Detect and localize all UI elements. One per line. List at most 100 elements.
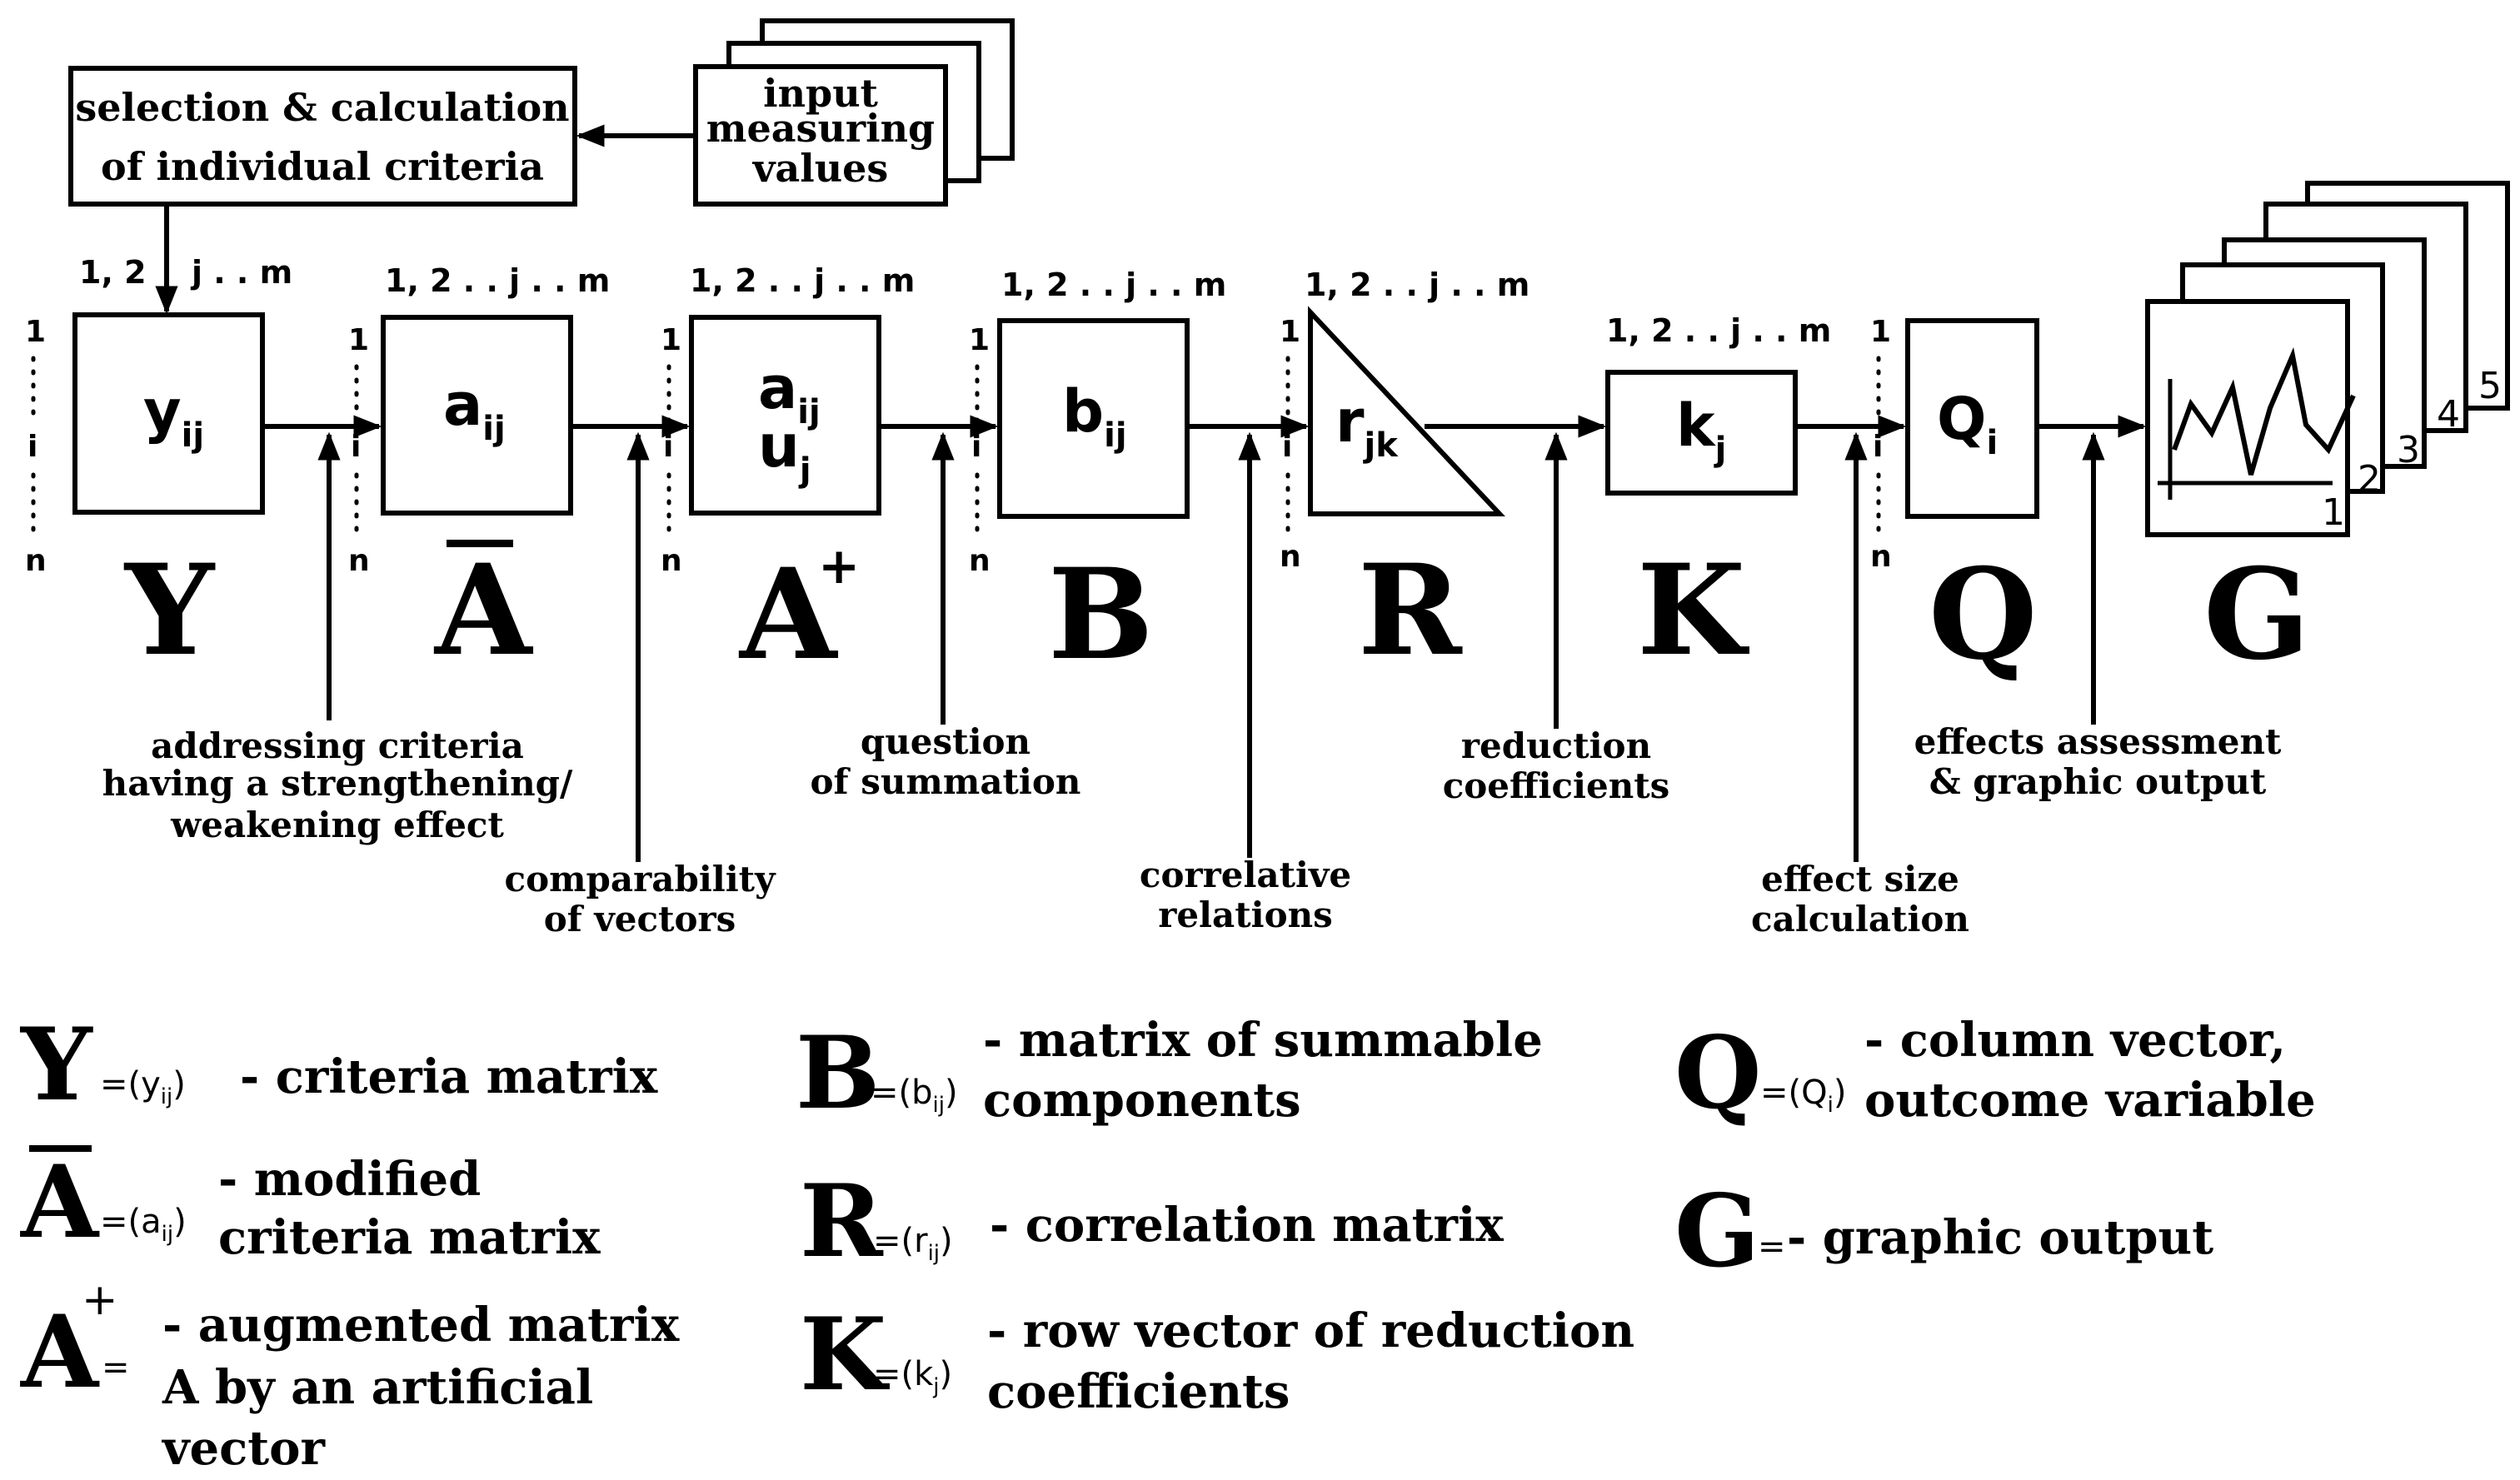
box-b-symbol: b	[1062, 377, 1104, 446]
column-label-a: 1, 2 . . j . . m	[385, 262, 610, 299]
input-label-line3: values	[752, 146, 889, 191]
legend-text-q-line2: outcome variable	[1864, 1073, 2316, 1128]
annotation-effect-size-line2: calculation	[1751, 899, 1969, 939]
box-aplus-symbol-a: a	[758, 354, 797, 422]
svg-text:kj: kj	[1676, 391, 1726, 469]
box-b: bij	[997, 318, 1190, 519]
annotation-question-line2: of summation	[811, 761, 1081, 802]
annotation-addressing-line2: having a strengthening/	[102, 763, 573, 804]
legend-symbol-y: Y	[19, 1006, 93, 1124]
page-number-5: 5	[2478, 365, 2502, 407]
input-label-line1: input	[763, 71, 879, 116]
annotation-correlative-line1: correlative	[1140, 855, 1351, 895]
row-label-last: n	[25, 544, 47, 578]
legend-def-r: =(rij)	[873, 1222, 953, 1266]
graphic-output-stack: 5 4 3 2 1	[2145, 181, 2510, 537]
column-label-y-prefix: 1, 2	[79, 254, 147, 291]
legend-eq-g: =	[1758, 1228, 1786, 1266]
legend-text-g: - graphic output	[1787, 1210, 2213, 1265]
box-b-subscript: ij	[1104, 416, 1126, 455]
row-label-last: n	[348, 544, 370, 578]
legend-def-sub-b: ij	[933, 1093, 945, 1118]
legend-def-b: =(bij)	[871, 1074, 958, 1118]
big-letter-aplus: A	[738, 541, 839, 688]
legend-text-aplus-line3: vector	[161, 1421, 326, 1476]
column-label-y-suffix: j . . m	[190, 254, 292, 291]
legend-text-k-line2: coefficients	[987, 1364, 1290, 1419]
box-y: yij	[72, 312, 265, 515]
selection-label-line1: selection & calculation	[75, 85, 569, 130]
legend-symbol-q: Q	[1674, 1014, 1762, 1132]
annotation-effect-size-line1: effect size	[1761, 859, 1959, 899]
page-number-4: 4	[2437, 393, 2460, 436]
legend-symbol-b: B	[796, 1014, 880, 1132]
box-k-symbol: k	[1676, 391, 1716, 460]
legend-text-k-line1: - row vector of reduction	[987, 1303, 1634, 1358]
legend-item-aplus: A + = - augmented matrix A by an artific…	[20, 1275, 680, 1476]
row-label-last: n	[969, 544, 991, 578]
row-label-mid: i	[1873, 430, 1883, 464]
row-label-mid: i	[351, 430, 361, 464]
legend-eq-a: =	[100, 1203, 128, 1241]
annotation-reduction-line2: coefficients	[1443, 765, 1670, 806]
big-letter-q: Q	[1929, 541, 2038, 688]
box-aplus-subscript-ij: ij	[797, 393, 820, 431]
box-aplus-symbol-u: u	[758, 412, 800, 481]
page-number-1: 1	[2322, 491, 2345, 534]
box-y-symbol: y	[143, 377, 182, 446]
box-aplus: aij uj	[689, 315, 881, 516]
legend-def-main-q: Q	[1801, 1074, 1827, 1112]
annotation-comparability-line2: of vectors	[544, 899, 736, 939]
box-k: kj	[1605, 370, 1798, 496]
svg-text:yij: yij	[143, 377, 204, 455]
legend-def-q: =(Qi)	[1760, 1074, 1846, 1118]
legend-symbol-g: G	[1674, 1173, 1759, 1290]
legend-def-k: =(kj)	[873, 1355, 952, 1399]
annotation-addressing-line1: addressing criteria	[151, 725, 524, 766]
box-a-symbol: a	[443, 371, 482, 439]
annotation-effects-line1: effects assessment	[1914, 721, 2282, 762]
row-label-mid: i	[1282, 430, 1292, 464]
row-label-first: 1	[1280, 315, 1300, 349]
box-r-symbol: r	[1335, 387, 1365, 456]
box-r-triangle: rjk	[1308, 306, 1505, 516]
legend-eq-k: =	[873, 1355, 901, 1393]
big-letter-k: K	[1637, 537, 1749, 684]
legend-text-aplus-line1: - augmented matrix	[162, 1298, 680, 1353]
column-label-r: 1, 2 . . j . . m	[1305, 267, 1529, 303]
row-label-first: 1	[348, 323, 369, 357]
svg-text:Qi: Qi	[1937, 385, 1998, 462]
legend-text-y: - criteria matrix	[240, 1049, 658, 1104]
legend-text-b-line1: - matrix of summable	[983, 1013, 1543, 1068]
row-label-first: 1	[661, 323, 681, 357]
box-r-subscript: jk	[1363, 426, 1400, 465]
legend-def-sub-y: ij	[161, 1084, 172, 1109]
line-chart-icon	[2158, 346, 2356, 500]
box-q-subscript: i	[1987, 424, 1999, 462]
legend-symbol-r: R	[800, 1163, 884, 1280]
legend-eq-r: =	[873, 1222, 901, 1260]
box-aplus-subscript-j: j	[798, 451, 811, 490]
legend-item-q: Q =(Qi) - column vector, outcome variabl…	[1674, 1013, 2316, 1132]
box-q-symbol: Q	[1937, 385, 1987, 453]
legend-symbol-a: A	[20, 1144, 100, 1261]
input-label-line2: measuring	[706, 106, 935, 151]
big-letter-b: B	[1048, 541, 1154, 688]
legend-item-g: G = - graphic output	[1674, 1173, 2213, 1290]
column-label-b: 1, 2 . . j . . m	[1001, 267, 1226, 303]
selection-box: selection & calculation of individual cr…	[68, 66, 577, 207]
box-a-subscript: ij	[482, 410, 505, 448]
legend-eq-b: =	[871, 1074, 899, 1112]
svg-text:bij: bij	[1062, 377, 1127, 455]
box-a: aij	[381, 315, 573, 516]
legend-def-y: =(yij)	[100, 1065, 186, 1109]
row-dots	[31, 356, 1881, 544]
big-letter-g: G	[2203, 541, 2310, 688]
svg-text:aij: aij	[443, 371, 506, 448]
annotation-comparability-line1: comparability	[505, 859, 777, 899]
legend-item-k: K =(kj) - row vector of reduction coeffi…	[800, 1296, 1634, 1419]
a-bar-overline	[447, 540, 513, 547]
legend-eq-aplus: =	[102, 1348, 130, 1387]
column-label-aplus: 1, 2 . . j . . m	[690, 262, 915, 299]
